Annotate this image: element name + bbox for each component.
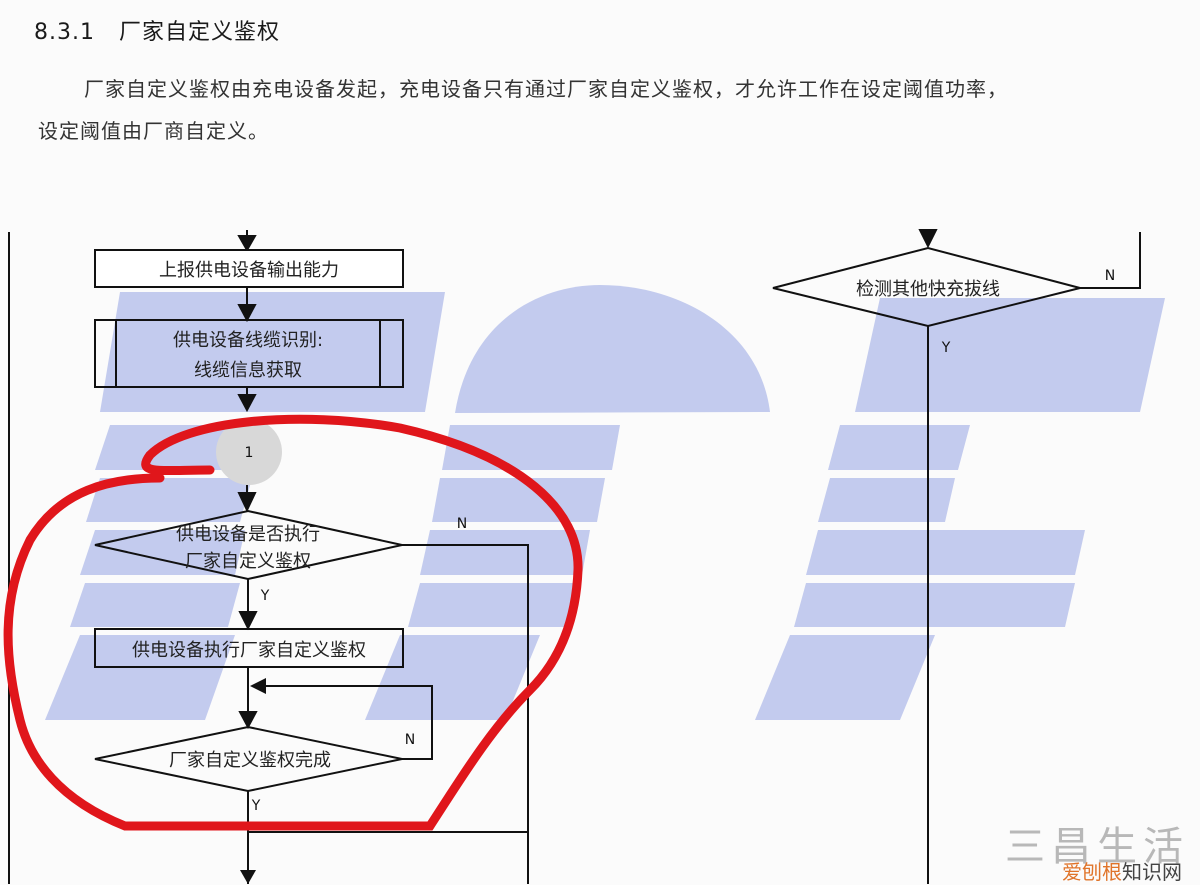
paragraph-line-1: 厂家自定义鉴权由充电设备发起，充电设备只有通过厂家自定义鉴权，才允许工作在设定阈… [84, 77, 1008, 101]
branch-no-line [402, 544, 529, 884]
paragraph-line-2: 设定阈值由厂商自定义。 [38, 119, 269, 143]
svg-text:厂家自定义鉴权完成: 厂家自定义鉴权完成 [169, 750, 331, 771]
arrow-down-icon [238, 711, 258, 730]
loop-back-line [262, 685, 433, 760]
arrow-down-icon [237, 235, 257, 253]
svg-text:检测其他快充拔线: 检测其他快充拔线 [856, 279, 1000, 300]
svg-text:上报供电设备输出能力: 上报供电设备输出能力 [159, 260, 339, 281]
watermark-brand-small: 爱刨根知识网 [1062, 860, 1182, 884]
svg-text:供电设备线缆识别:: 供电设备线缆识别: [173, 330, 323, 351]
arrow-down-icon [237, 394, 257, 413]
svg-text:1: 1 [245, 445, 254, 461]
svg-text:供电设备是否执行: 供电设备是否执行 [176, 524, 320, 545]
watermark-brand-large: 三昌生活 [1005, 824, 1189, 870]
label-no: N [457, 516, 467, 532]
node-report-capability: 上报供电设备输出能力 [94, 249, 404, 288]
arrow-down-icon [918, 229, 938, 249]
arrow-down-icon [240, 870, 256, 884]
red-highlight-circle [3, 414, 583, 831]
label-yes: Y [260, 588, 270, 604]
site-watermark: 三昌生活 爱刨根知识网 [950, 800, 1200, 884]
arrow-down-icon [238, 611, 258, 631]
arrow-down-icon [237, 304, 257, 323]
svg-text:供电设备执行厂家自定义鉴权: 供电设备执行厂家自定义鉴权 [132, 640, 366, 661]
svg-text:线缆信息获取: 线缆信息获取 [194, 360, 302, 381]
decision-auth-complete: 厂家自定义鉴权完成 [94, 725, 403, 793]
arrow-down-icon [237, 492, 257, 513]
decision-execute-auth: 供电设备是否执行 厂家自定义鉴权 [94, 509, 403, 581]
section-title: 厂家自定义鉴权 [118, 20, 280, 45]
svg-text:厂家自定义鉴权: 厂家自定义鉴权 [185, 551, 311, 572]
label-no: N [405, 732, 415, 748]
logo-watermark [45, 285, 1165, 720]
node-cable-identification: 供电设备线缆识别: 线缆信息获取 [94, 319, 404, 388]
branch-no-line [1080, 232, 1141, 289]
section-number: 8.3.1 [34, 20, 95, 45]
label-yes: Y [941, 340, 951, 356]
connector-1: 1 [216, 419, 282, 485]
section-paragraph: 厂家自定义鉴权由充电设备发起，充电设备只有通过厂家自定义鉴权，才允许工作在设定阈… [38, 68, 1198, 152]
label-no: N [1105, 268, 1115, 284]
arrow-left-icon [250, 678, 266, 694]
label-yes: Y [251, 798, 261, 814]
section-heading: 8.3.1 厂家自定义鉴权 [34, 14, 280, 46]
